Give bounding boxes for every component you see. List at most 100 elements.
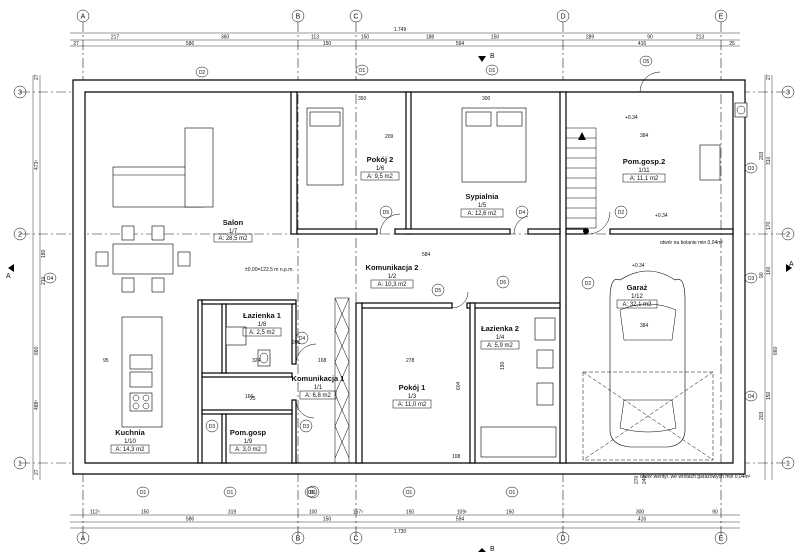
axis-label: A <box>81 536 86 543</box>
dim-total-bottom: 1.730 <box>394 529 407 535</box>
window-tag: O1 <box>485 64 499 76</box>
dim-top: 25 <box>729 41 735 47</box>
svg-text:O4: O4 <box>47 276 54 282</box>
svg-text:1/4: 1/4 <box>496 335 505 341</box>
axis-bubble-1-right: 1 <box>781 456 795 470</box>
note-vent: otwór na bolanie min 0,04m² <box>660 240 723 246</box>
axis-bubble-3-right: 3 <box>781 85 795 99</box>
window-tag: O1 <box>223 486 237 498</box>
dim-bottom: 416 <box>638 517 647 523</box>
svg-text:D1: D1 <box>310 490 317 496</box>
note-garage-vent: otwór wentyl. we wrotach garażowych min … <box>640 474 751 480</box>
room-label-lazienka-2: Łazienka 2 1/4 A: 5,9 m2 <box>480 324 520 350</box>
svg-text:O1: O1 <box>509 490 516 496</box>
door-tag: D5 <box>431 283 445 297</box>
dimension-lines-sides: 27 473⁵ 180 210 660 488⁵ 27 27 310 170 2… <box>32 74 779 480</box>
room-label-pom-gosp: Pom.gosp 1/9 A: 3,0 m2 <box>229 428 267 454</box>
interior-dim: 190 <box>500 361 506 370</box>
interior-dim: 384 <box>640 133 649 139</box>
svg-text:A: 9,5 m2: A: 9,5 m2 <box>367 174 393 180</box>
svg-text:D2: D2 <box>585 281 592 287</box>
interior-dim: 278 <box>406 358 415 364</box>
dim-top: 586 <box>186 41 195 47</box>
window-markers: O1 O1 O1 O1 O1 O1 O2 O3 O3 O4 O4 O5 O5 <box>43 55 758 498</box>
svg-text:O3: O3 <box>748 276 755 282</box>
svg-text:Garaż: Garaż <box>627 283 648 292</box>
dim-left: 27 <box>34 74 40 80</box>
section-marks: A A B B <box>6 53 794 552</box>
dim-top: 113 <box>311 35 319 41</box>
room-label-komunikacja-2: Komunikacja 2 1/2 A: 10,3 m2 <box>366 263 418 289</box>
dim-top: 416 <box>638 41 647 47</box>
svg-text:D2: D2 <box>618 210 625 216</box>
dim-right: 160 <box>766 266 772 275</box>
interior-dim: 240 <box>642 475 648 484</box>
window-tag: O2 <box>195 66 209 78</box>
svg-text:O1: O1 <box>489 68 496 74</box>
axis-label: B <box>296 536 301 543</box>
room-label-sypialnia: Sypialnia 1/5 A: 12,6 m2 <box>460 192 504 218</box>
axis-label: 3 <box>786 90 790 97</box>
svg-text:D5: D5 <box>435 288 442 294</box>
interior-dim: 209 <box>385 134 394 140</box>
svg-text:D4: D4 <box>299 336 306 342</box>
dim-top: 90 <box>647 35 653 41</box>
dim-right: 203 <box>759 151 765 160</box>
room-label-pom-gosp-2: Pom.gosp.2 1/11 A: 11,1 m2 <box>623 157 665 183</box>
interior-dim: 205 <box>292 340 301 346</box>
dim-right: 170 <box>766 221 772 230</box>
axis-bubble-d-bottom: D <box>556 531 570 545</box>
axis-label: 1 <box>786 461 790 468</box>
svg-text:Łazienka 2: Łazienka 2 <box>481 324 519 333</box>
axis-bubble-c-bottom: C <box>349 531 363 545</box>
level-label: +0.34 <box>625 115 638 121</box>
axis-label: E <box>719 14 724 21</box>
axis-label: 1 <box>18 461 22 468</box>
axis-label: A <box>81 14 86 21</box>
dim-top: 594 <box>456 41 465 47</box>
room-label-kuchnia: Kuchnia 1/10 A: 14,3 m2 <box>110 428 150 454</box>
svg-text:Kuchnia: Kuchnia <box>115 428 145 437</box>
svg-text:O1: O1 <box>406 490 413 496</box>
door-tag: D4 <box>295 331 309 345</box>
interior-dim: 350 <box>358 96 367 102</box>
level-label: +0.34 <box>632 263 645 269</box>
svg-text:1/8: 1/8 <box>258 322 267 328</box>
svg-text:O5: O5 <box>643 59 650 65</box>
dim-bottom: 157⁵ <box>353 510 363 516</box>
svg-text:A: 32,1 m2: A: 32,1 m2 <box>622 302 652 308</box>
svg-text:D4: D4 <box>519 210 526 216</box>
dim-left: 488⁵ <box>34 400 40 410</box>
axis-bubble-e-bottom: E <box>714 531 728 545</box>
dim-right: 150 <box>766 391 772 400</box>
svg-text:D5: D5 <box>383 210 390 216</box>
section-mark-a-right: A <box>789 261 794 268</box>
section-mark-b-top: B <box>490 53 495 60</box>
svg-text:O2: O2 <box>199 70 206 76</box>
room-label-pokoj-1: Pokój 1 1/3 A: 11,0 m2 <box>392 383 432 409</box>
double-bed <box>461 107 527 183</box>
interior-dim: 25 <box>250 396 256 402</box>
exterior-walls <box>72 79 746 475</box>
interior-dim: 584 <box>422 252 431 258</box>
dining-table <box>95 225 191 293</box>
bathroom-1-fixtures <box>225 326 271 367</box>
axis-bubble-e-top: E <box>714 9 728 23</box>
car <box>609 270 686 448</box>
svg-text:A: 5,9 m2: A: 5,9 m2 <box>487 343 513 349</box>
dimension-lines-bottom: 112⁵ 150 319 100 157⁵ 150 109⁵ 150 300 9… <box>70 510 740 535</box>
dim-top: 213 <box>696 35 705 41</box>
axis-label: 3 <box>18 90 22 97</box>
svg-text:Pokój 1: Pokój 1 <box>399 383 426 392</box>
interior-dim: 168 <box>318 358 327 364</box>
axis-label: E <box>719 536 724 543</box>
axis-label: 2 <box>786 232 790 239</box>
svg-text:1/2: 1/2 <box>388 274 397 280</box>
furniture <box>95 102 748 464</box>
interior-dim: 270 <box>634 475 640 484</box>
svg-text:A: 10,3 m2: A: 10,3 m2 <box>377 282 407 288</box>
svg-text:A: 11,0 m2: A: 11,0 m2 <box>398 402 427 408</box>
axis-bubble-3-left: 3 <box>13 85 27 99</box>
door-tag: D1 <box>306 485 320 499</box>
svg-text:1/3: 1/3 <box>408 394 417 400</box>
